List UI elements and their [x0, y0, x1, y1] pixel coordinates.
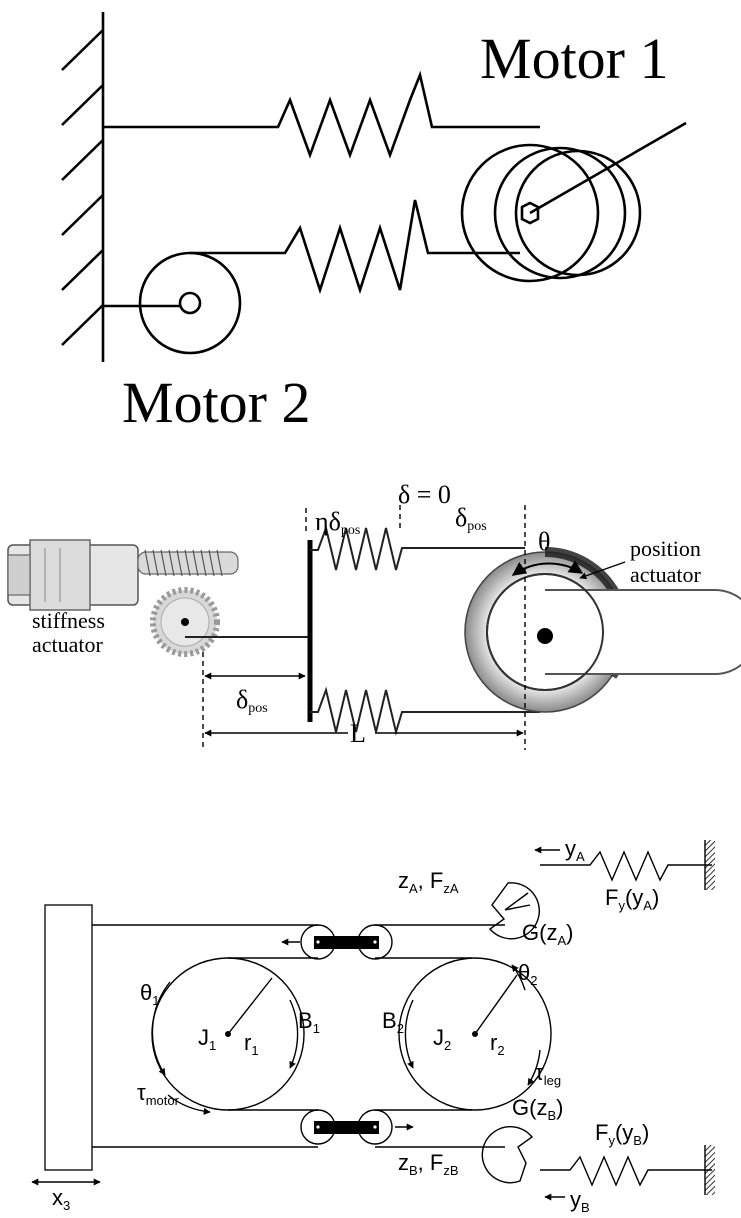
tau-motor-label: τmotor: [137, 1080, 180, 1108]
svg-text:position actuator: position actuator: [630, 536, 706, 587]
delta-zero-label: δ = 0: [398, 480, 451, 509]
length-label: L: [350, 719, 366, 748]
zB-FzB-label: zB, FzB: [398, 1150, 459, 1178]
J2-label: J2: [433, 1025, 451, 1053]
cables: [92, 924, 505, 1148]
figure-3-cable-drive: yA Fy(yA) zA, FzA G(zA) θ1 θ2 J1 J2 r1 r…: [31, 836, 715, 1215]
motor-1-label: Motor 1: [480, 26, 669, 91]
cam-B: [481, 1126, 534, 1184]
yA-label: yA: [565, 836, 585, 864]
stiffness-actuator-label-2: actuator: [32, 632, 104, 657]
motor-2: [103, 251, 242, 355]
zA-FzA-label: zA, FzA: [398, 868, 459, 896]
theta1-label: θ1: [140, 980, 159, 1008]
GzB-label: G(zB): [512, 1095, 563, 1123]
lower-spring: [190, 199, 520, 295]
upper-spring: [103, 70, 540, 159]
yB-label: yB: [570, 1187, 590, 1215]
theta-label: θ: [538, 527, 550, 556]
rotation-arrows: [151, 964, 541, 1115]
FyyA-label: Fy(yA): [605, 885, 659, 913]
stiffness-actuator-motor: [7, 539, 239, 611]
FyyB-label: Fy(yB): [595, 1120, 649, 1148]
pulley-J2: [398, 957, 552, 1111]
tau-leg-label: τleg: [535, 1060, 561, 1088]
springs-fig2: [310, 524, 540, 736]
motor-1: [460, 121, 687, 283]
r2-label: r2: [490, 1030, 505, 1058]
position-actuator: [464, 546, 741, 713]
position-actuator-label-2: actuator: [630, 562, 702, 587]
idler-bottom: [300, 1109, 414, 1145]
position-actuator-label-1: position: [630, 536, 701, 561]
stiffness-gear: [150, 587, 220, 657]
B2-label: B2: [382, 1008, 404, 1036]
GzA-label: G(zA): [522, 920, 573, 948]
stiffness-actuator-label-1: stiffness: [32, 608, 105, 633]
figure-1-two-motor-antagonistic: Motor 1 Motor 2: [61, 12, 687, 435]
svg-text:stiffness actuator: stiffness actuator: [32, 608, 110, 657]
delta-pos-bottom-label: δpos: [236, 685, 268, 716]
r1-label: r1: [244, 1030, 259, 1058]
motor-2-label: Motor 2: [122, 370, 311, 435]
pulley-J1: [151, 957, 305, 1111]
slider-mechanism: [185, 540, 313, 722]
B1-label: B1: [298, 1008, 320, 1036]
delta-pos-top-label: δpos: [455, 503, 487, 534]
springs-fig3: [534, 840, 715, 1201]
idler-top: [281, 924, 393, 960]
eta-delta-pos-label: ηδpos: [315, 507, 360, 538]
x3-label: x3: [52, 1185, 70, 1213]
dimension-lines-fig2: [202, 505, 526, 750]
theta2-label: θ2: [518, 960, 537, 988]
figure-2-stiffness-actuator: stiffness actuator position actuator δ =…: [7, 480, 741, 750]
ground-wall-1: [61, 12, 105, 362]
cam-A: [488, 882, 540, 940]
worm-gear: [144, 549, 223, 577]
base-block-x3: [44, 904, 93, 1171]
J1-label: J1: [198, 1025, 216, 1053]
